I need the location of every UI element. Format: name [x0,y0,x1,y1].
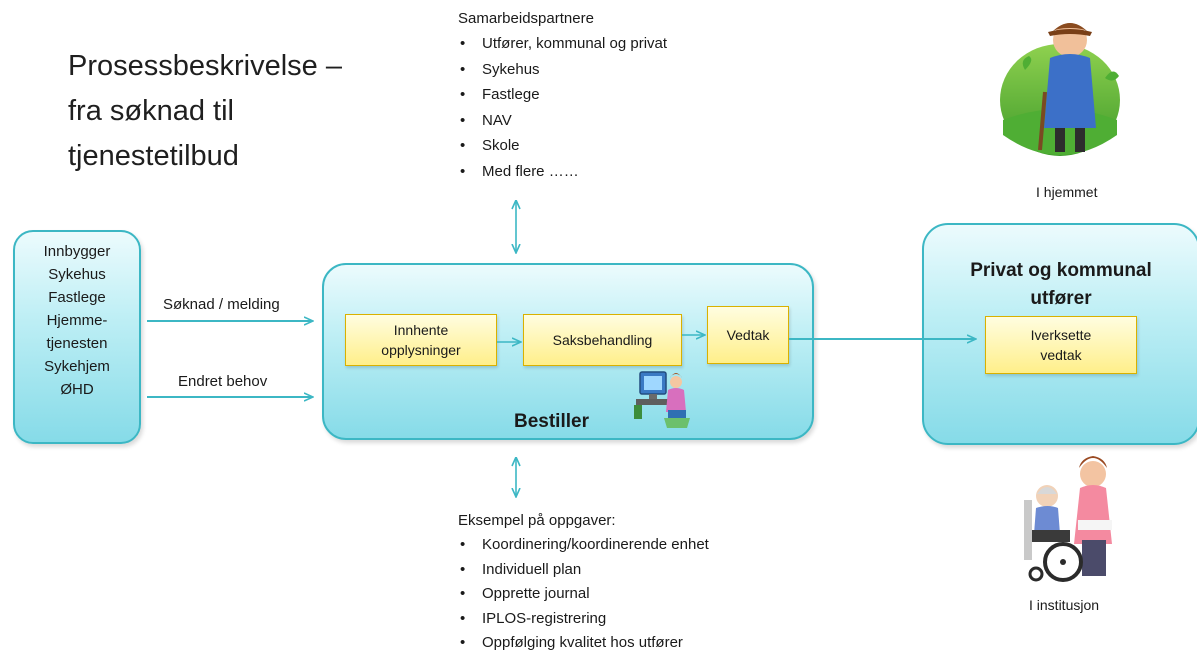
partner-item: Med flere …… [458,159,667,185]
task-item: Oppfølging kvalitet hos utfører [458,631,709,656]
wheelchair-caregiver-icon [1024,456,1112,582]
provider-title-line-2: utfører [1030,288,1092,309]
title-line-3: tjenestetilbud [68,140,239,172]
tasks-heading: Eksempel på oppgaver: [458,512,616,529]
task-item: IPLOS-registrering [458,607,709,632]
input-sources-box: Innbygger Sykehus Fastlege Hjemme- tjene… [13,230,141,444]
step-implement-decision: Iverksette vedtak [985,316,1137,374]
partners-list: Samarbeidspartnere Utfører, kommunal og … [458,6,667,184]
partner-item: Sykehus [458,57,667,83]
changed-need-arrow-label: Endret behov [178,373,268,390]
application-arrow-label: Søknad / melding [163,296,280,313]
input-source-item: ØHD [60,381,94,398]
step-gather-line-1: Innhente [393,322,449,338]
step-gather-information: Innhente opplysninger [345,314,497,366]
input-source-item: Innbygger [43,243,111,260]
input-source-item: Sykehjem [44,358,110,375]
input-source-item: Fastlege [48,289,106,306]
elderly-man-icon [1000,23,1120,156]
partners-heading: Samarbeidspartnere [458,10,594,27]
institution-caption: I institusjon [1029,597,1100,613]
partner-item: Utfører, kommunal og privat [458,31,667,57]
step-implement-line-1: Iverksette [1030,327,1092,343]
step-decision: Vedtak [707,306,789,364]
step-decision-label: Vedtak [726,327,770,343]
step-implement-line-2: vedtak [1040,347,1082,363]
title-line-2: fra søknad til [68,95,234,127]
provider-title-line-1: Privat og kommunal [970,260,1152,281]
partner-item: Fastlege [458,82,667,108]
task-item: Individuell plan [458,558,709,583]
diagram-title: Prosessbeskrivelse – fra søknad til tjen… [68,44,368,179]
step-casework: Saksbehandling [523,314,682,366]
partner-item: NAV [458,108,667,134]
input-source-item: tjenesten [46,335,108,352]
input-source-item: Hjemme- [46,312,108,329]
input-source-item: Sykehus [48,266,106,283]
step-gather-line-2: opplysninger [381,342,461,358]
title-line-1: Prosessbeskrivelse – [68,50,342,82]
provider-title: Privat og kommunal utfører [924,257,1197,313]
tasks-list: Eksempel på oppgaver: Koordinering/koord… [458,508,709,656]
task-item: Opprette journal [458,582,709,607]
step-casework-label: Saksbehandling [552,332,653,348]
partner-item: Skole [458,133,667,159]
task-item: Koordinering/koordinerende enhet [458,533,709,558]
office-worker-icon [634,371,690,428]
home-caption: I hjemmet [1036,184,1098,200]
bestiller-label: Bestiller [514,411,589,432]
